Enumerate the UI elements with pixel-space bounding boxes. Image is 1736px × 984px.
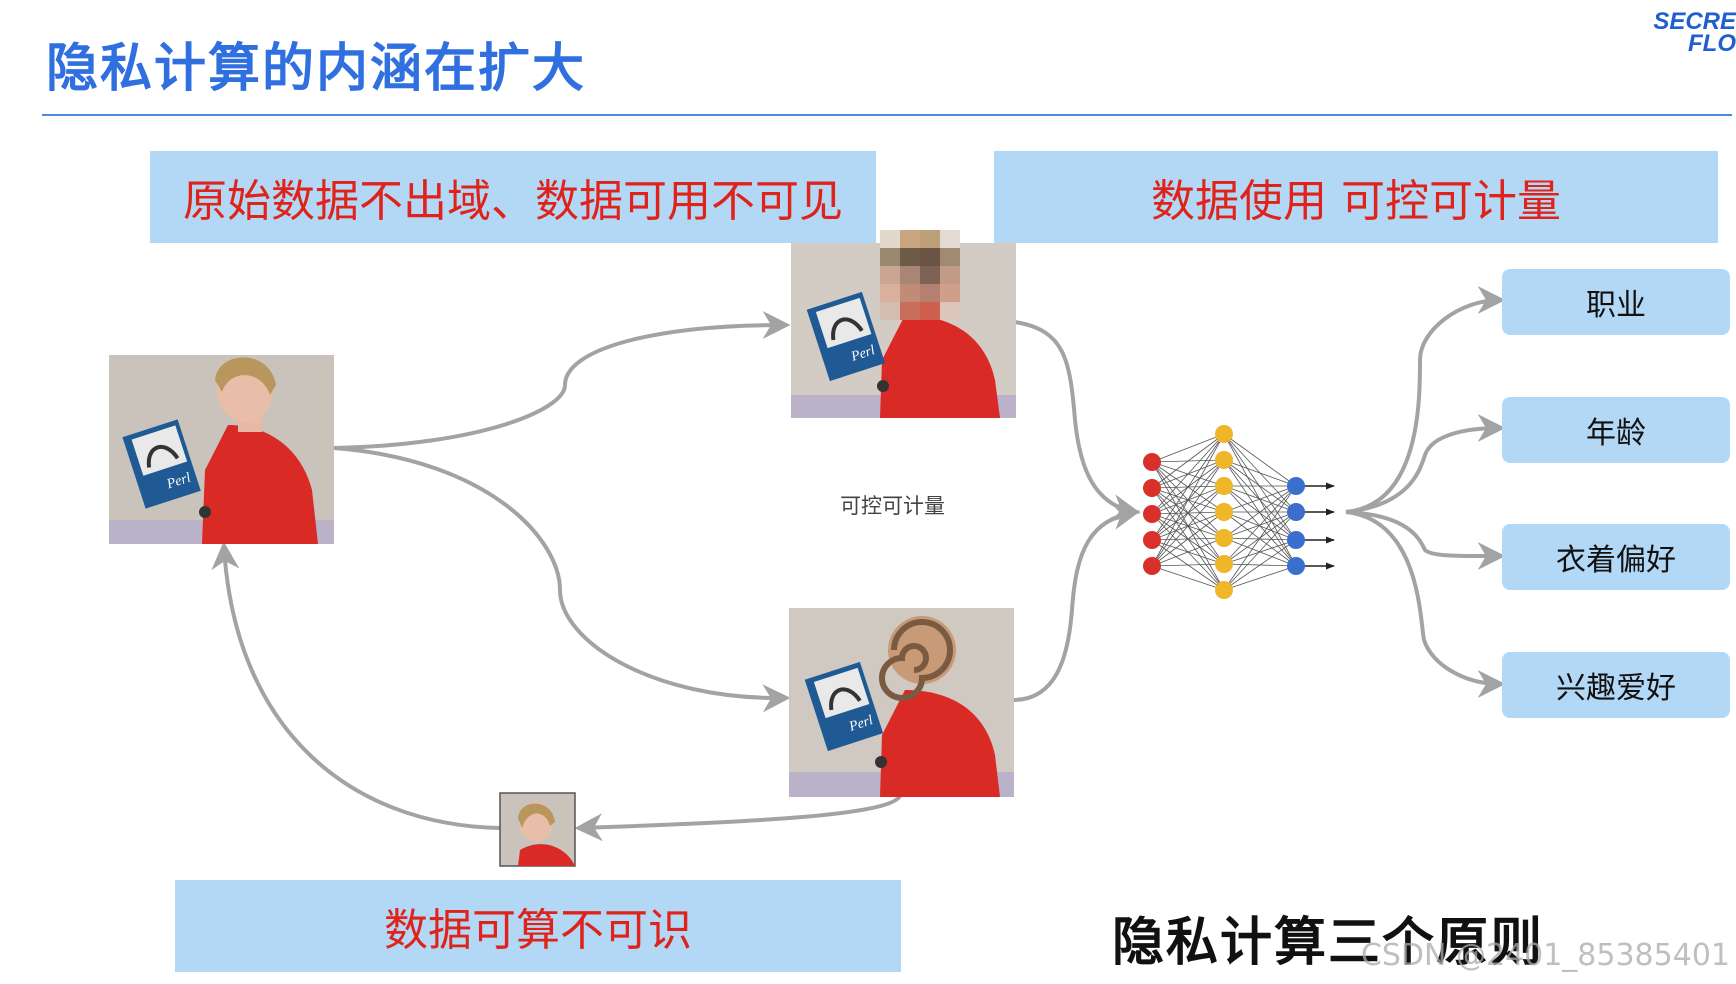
nn-output-node <box>1287 557 1305 575</box>
arrow-thumbnail-to-original <box>224 547 500 828</box>
nn-connection <box>1224 540 1296 590</box>
photo-original: Perl <box>109 355 334 544</box>
output-hobbies: 兴趣爱好 <box>1502 652 1730 718</box>
nn-hidden-node <box>1215 451 1233 469</box>
arrow-to-occupation <box>1346 300 1500 512</box>
nn-hidden-node <box>1215 555 1233 573</box>
nn-output-node <box>1287 503 1305 521</box>
photo-thumbnail <box>500 793 575 866</box>
watermark: CSDN @2401_85385401 <box>1361 938 1730 973</box>
arrow-swirled-to-network <box>1013 512 1135 700</box>
arrow-pixelated-to-network <box>1015 322 1135 512</box>
nn-connection <box>1152 486 1224 566</box>
photo-pixelated: Perl <box>791 230 1016 418</box>
nn-hidden-node <box>1215 581 1233 599</box>
nn-input-node <box>1143 505 1161 523</box>
nn-input-node <box>1143 479 1161 497</box>
nn-input-node <box>1143 557 1161 575</box>
nn-output-node <box>1287 477 1305 495</box>
nn-connection <box>1152 512 1224 566</box>
photo-swirled: Perl <box>789 608 1014 797</box>
nn-input-node <box>1143 453 1161 471</box>
arrow-to-pixelated <box>334 325 785 448</box>
arrow-to-age <box>1346 428 1500 512</box>
nn-connection <box>1152 434 1224 566</box>
nn-connection <box>1152 538 1224 566</box>
output-age: 年龄 <box>1502 397 1730 463</box>
nn-connection <box>1224 460 1296 486</box>
nn-hidden-node <box>1215 529 1233 547</box>
nn-connection <box>1152 434 1224 488</box>
output-occupation: 职业 <box>1502 269 1730 335</box>
nn-connection <box>1224 434 1296 486</box>
output-clothing-preference: 衣着偏好 <box>1502 524 1730 590</box>
nn-connection <box>1152 566 1224 590</box>
nn-output-node <box>1287 531 1305 549</box>
nn-input-node <box>1143 531 1161 549</box>
nn-hidden-node <box>1215 425 1233 443</box>
arrow-swirled-to-thumbnail <box>580 796 900 828</box>
nn-connection <box>1152 434 1224 462</box>
nn-hidden-node <box>1215 503 1233 521</box>
neural-network-icon <box>1143 425 1334 599</box>
nn-connection <box>1152 460 1224 566</box>
arrow-to-hobbies <box>1346 512 1500 684</box>
arrow-to-swirled <box>334 448 785 698</box>
nn-hidden-node <box>1215 477 1233 495</box>
nn-connection <box>1152 434 1224 514</box>
center-label: 可控可计量 <box>840 490 945 520</box>
nn-connection <box>1152 434 1224 540</box>
nn-connection <box>1152 564 1224 566</box>
